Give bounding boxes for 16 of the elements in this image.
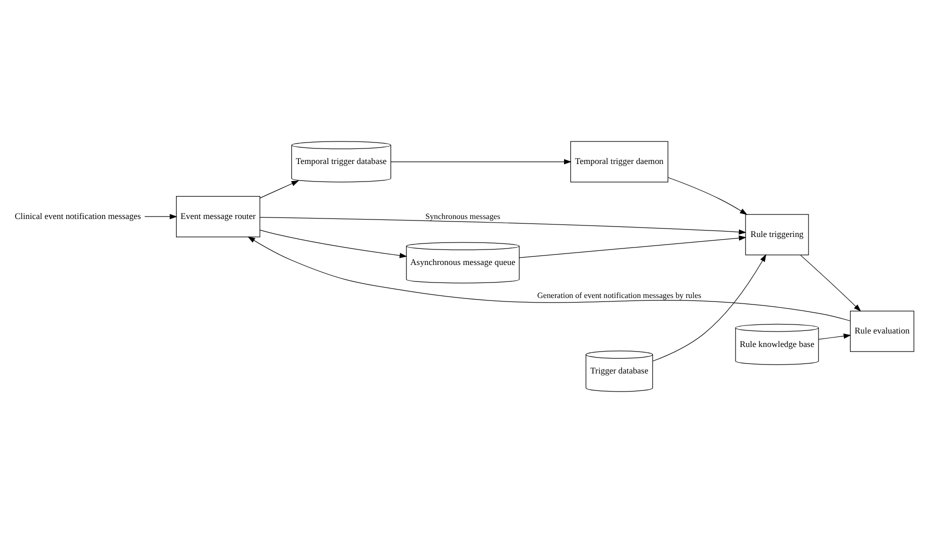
node-box: Rule evaluation [850, 310, 914, 352]
arrow [260, 230, 408, 258]
arrow [260, 180, 299, 198]
arrow [818, 334, 852, 340]
node-box: Temporal trigger daemon [570, 141, 668, 182]
arrow [519, 235, 746, 258]
arrow [144, 214, 178, 220]
node-box: Rule triggering [745, 214, 809, 256]
node-box: Event message router [176, 196, 260, 238]
arrow [248, 236, 851, 322]
arrow [260, 216, 746, 235]
arrow [652, 254, 766, 362]
arrow [390, 159, 572, 164]
arrow [800, 254, 862, 312]
arrow [668, 177, 748, 215]
node-text: Clinical event notification messages [14, 210, 141, 221]
